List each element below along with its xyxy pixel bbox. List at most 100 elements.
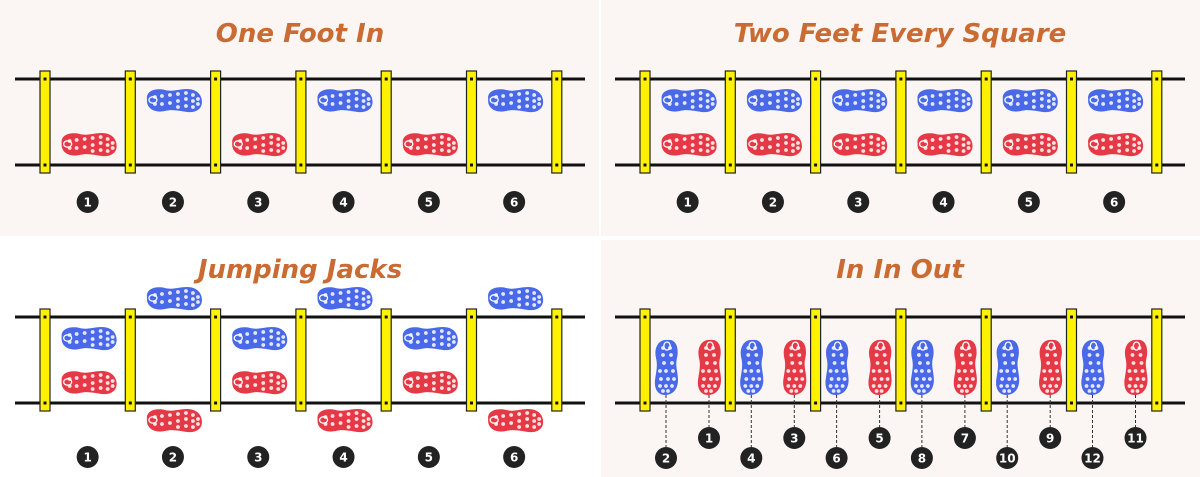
step-number-badge: 3 — [847, 191, 870, 213]
left-footprint — [317, 409, 373, 433]
ladder-rung — [124, 308, 136, 412]
step-number-badge: 3 — [783, 427, 806, 449]
step-number-badge: 5 — [417, 446, 440, 468]
ladder-rung — [980, 70, 992, 174]
rung-bolt — [384, 401, 388, 405]
step-number-badge: 1 — [76, 446, 99, 468]
left-footprint — [746, 133, 802, 157]
step-number-badge: 6 — [825, 447, 848, 469]
rung-bolt — [1155, 77, 1159, 81]
rung-bolt — [43, 401, 47, 405]
right-footprint — [146, 89, 202, 113]
step-number-badge: 1 — [676, 191, 699, 213]
step-number-badge: 3 — [247, 446, 270, 468]
right-footprint — [317, 89, 373, 113]
rung-bolt — [470, 315, 473, 319]
right-footprint — [1081, 339, 1105, 395]
rung-bolt — [214, 77, 218, 81]
svg-text:2: 2 — [769, 195, 777, 209]
step-number-badge: 3 — [247, 191, 270, 213]
ladder-rung — [895, 308, 907, 412]
step-number-badge: 6 — [1103, 191, 1126, 213]
rung-bolt — [1070, 401, 1073, 405]
right-footprint — [661, 89, 717, 113]
panel-title-jumping-jacks: Jumping Jacks — [193, 255, 402, 285]
left-footprint — [832, 133, 888, 157]
step-number-badge: 4 — [332, 191, 355, 213]
left-footprint — [402, 371, 458, 395]
ladder-rung — [1151, 308, 1163, 412]
step-number-badge: 2 — [161, 446, 184, 468]
right-footprint — [654, 339, 678, 395]
ladder-rung — [465, 70, 478, 174]
svg-text:1: 1 — [83, 195, 91, 209]
ladder-rung — [1151, 70, 1163, 174]
ladder-rung — [980, 308, 992, 412]
ladder-rung — [295, 308, 307, 412]
rung-bolt — [1070, 315, 1073, 319]
step-number-badge: 6 — [503, 191, 526, 213]
rung-bolt — [470, 401, 473, 405]
ladder-rung — [380, 70, 392, 174]
step-number-badge: 5 — [868, 427, 891, 449]
step-number-badge: 12 — [1081, 447, 1104, 469]
rung-bolt — [728, 315, 732, 319]
right-footprint — [146, 287, 202, 311]
rung-bolt — [43, 77, 47, 81]
rung-bolt — [814, 315, 818, 319]
panel-title-two-feet-every-square: Two Feet Every Square — [734, 19, 1067, 49]
rung-bolt — [643, 315, 647, 319]
rung-bolt — [899, 77, 903, 81]
svg-text:6: 6 — [832, 451, 840, 465]
rung-bolt — [1070, 77, 1073, 81]
left-footprint — [61, 133, 117, 157]
left-footprint — [61, 371, 117, 395]
rung-bolt — [814, 401, 818, 405]
rung-bolt — [555, 401, 559, 405]
rung-bolt — [643, 77, 647, 81]
svg-text:3: 3 — [790, 431, 798, 445]
svg-text:5: 5 — [425, 195, 433, 209]
svg-text:12: 12 — [1084, 451, 1101, 465]
svg-text:5: 5 — [875, 431, 883, 445]
rung-bolt — [299, 401, 303, 405]
right-footprint — [996, 339, 1020, 395]
svg-text:3: 3 — [254, 195, 262, 209]
left-footprint — [783, 339, 807, 395]
ladder-rung — [380, 308, 392, 412]
ladder-rung — [465, 308, 478, 412]
rung-bolt — [899, 163, 903, 167]
left-footprint — [1124, 339, 1148, 395]
left-footprint — [953, 339, 977, 395]
rung-bolt — [814, 77, 818, 81]
ladder-rung — [210, 308, 222, 412]
ladder-rung — [210, 70, 222, 174]
step-number-badge: 11 — [1124, 427, 1147, 449]
rung-bolt — [555, 163, 559, 167]
rung-bolt — [728, 77, 732, 81]
svg-text:1: 1 — [83, 450, 91, 464]
ladder-rung — [124, 70, 136, 174]
right-footprint — [910, 339, 934, 395]
left-footprint — [661, 133, 717, 157]
step-number-badge: 4 — [932, 191, 955, 213]
rung-bolt — [128, 401, 132, 405]
step-number-badge: 1 — [76, 191, 99, 213]
rung-bolt — [43, 163, 47, 167]
svg-text:3: 3 — [254, 450, 262, 464]
step-number-badge: 7 — [953, 427, 976, 449]
svg-text:9: 9 — [1046, 431, 1054, 445]
rung-bolt — [728, 401, 732, 405]
ladder-rung — [895, 70, 907, 174]
svg-text:1: 1 — [683, 195, 691, 209]
step-number-badge: 8 — [910, 447, 933, 469]
rung-bolt — [299, 163, 303, 167]
left-footprint — [1088, 133, 1144, 157]
right-footprint — [1002, 89, 1058, 113]
step-number-badge: 1 — [698, 427, 720, 449]
panel-title-in-in-out: In In Out — [836, 255, 965, 285]
ladder-rung — [639, 308, 651, 412]
step-number-badge: 2 — [761, 191, 784, 213]
svg-text:5: 5 — [1025, 195, 1033, 209]
